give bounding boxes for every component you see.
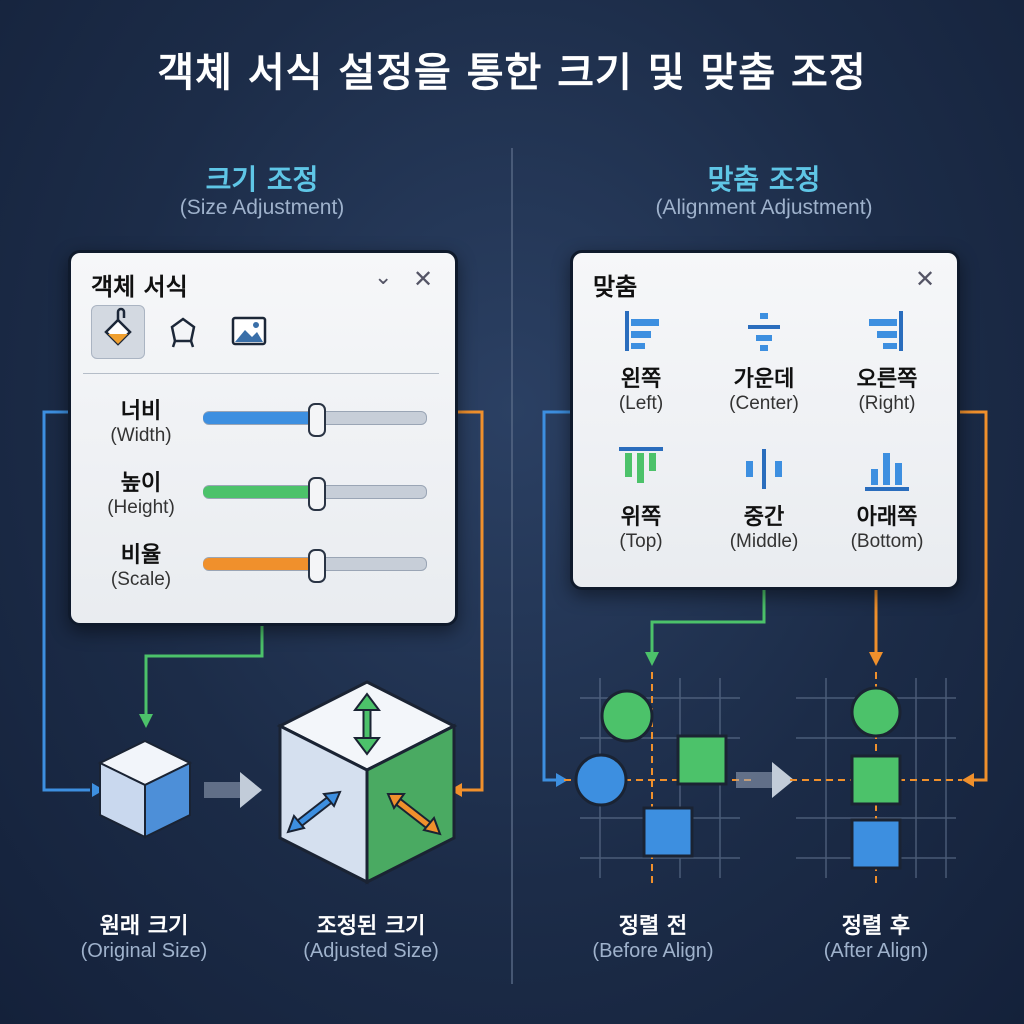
resize-arrow-icon — [204, 772, 262, 808]
align-arrow-icon — [736, 762, 794, 798]
slider-thumb[interactable] — [308, 549, 326, 583]
align-middle-label-en: (Middle) — [729, 531, 799, 552]
blue-circle — [574, 753, 628, 807]
height-slider[interactable] — [203, 477, 427, 511]
align-center-option[interactable]: 가운데 (Center) — [704, 305, 824, 415]
adjusted-size-label-en: (Adjusted Size) — [303, 940, 439, 962]
align-top-icon — [619, 447, 663, 483]
slider-thumb[interactable] — [308, 403, 326, 437]
original-size-label: 원래 크기 — [99, 914, 189, 939]
width-slider[interactable] — [203, 403, 427, 437]
align-right-label-en: (Right) — [858, 393, 916, 414]
align-center-label: 가운데 — [733, 367, 795, 392]
middle-connector — [650, 588, 766, 654]
original-size-label-en: (Original Size) — [80, 940, 208, 962]
format-object-panel: 객체 서식 ⌄ ✕ 너비 (Width) 높이 (Height) — [68, 250, 458, 626]
width-label-en: (Width) — [110, 425, 172, 446]
align-center-icon — [748, 313, 780, 351]
align-bottom-label: 아래쪽 — [856, 505, 918, 530]
green-square — [676, 734, 728, 786]
align-right-option[interactable]: 오른쪽 (Right) — [827, 305, 947, 415]
image-icon[interactable] — [223, 305, 275, 357]
align-top-option[interactable]: 위쪽 (Top) — [581, 443, 701, 553]
align-middle-label: 중간 — [743, 505, 785, 530]
scale-label: 비율 — [120, 543, 162, 568]
green-square — [850, 754, 902, 806]
width-arrowhead — [92, 783, 104, 797]
align-left-option[interactable]: 왼쪽 (Left) — [581, 305, 701, 415]
align-bottom-label-en: (Bottom) — [850, 531, 924, 552]
alignment-panel: 맞춤 ✕ 왼쪽 (Left) 가운데 (Center) 오른쪽 (Right) — [570, 250, 960, 590]
pentagon-shape-icon[interactable] — [157, 305, 209, 357]
green-circle — [600, 689, 654, 743]
align-bottom-icon — [865, 453, 909, 491]
vertical-resize-icon — [353, 692, 381, 756]
adjusted-size-cube — [276, 680, 458, 885]
section-divider — [511, 148, 513, 984]
align-section-subtitle: (Alignment Adjustment) — [655, 196, 873, 219]
slider-thumb[interactable] — [308, 477, 326, 511]
align-middle-option[interactable]: 중간 (Middle) — [704, 443, 824, 553]
before-align-grid — [564, 672, 756, 886]
height-arrowhead — [139, 714, 153, 728]
align-left-label-en: (Left) — [618, 393, 664, 414]
align-section-title: 맞춤 조정 — [707, 163, 821, 196]
scale-arrowhead — [450, 783, 462, 797]
blue-square — [850, 818, 902, 870]
diagonal-resize-icon-orange — [386, 793, 442, 836]
slider-fill — [203, 558, 315, 570]
blue-square — [642, 806, 694, 858]
width-label: 너비 — [120, 399, 162, 424]
diagonal-resize-icon-blue — [286, 790, 342, 834]
align-bottom-option[interactable]: 아래쪽 (Bottom) — [827, 443, 947, 553]
align-left-icon — [625, 311, 659, 351]
align-left-label: 왼쪽 — [620, 367, 662, 392]
fill-bucket-icon[interactable] — [91, 305, 145, 359]
bottom-arrowhead — [869, 652, 883, 666]
slider-fill — [203, 486, 315, 498]
scale-connector — [452, 410, 484, 792]
slider-fill — [203, 412, 315, 424]
close-icon[interactable]: ✕ — [915, 265, 936, 293]
height-connector — [144, 625, 264, 716]
middle-arrowhead — [645, 652, 659, 666]
panel-separator — [83, 373, 439, 374]
align-right-label: 오른쪽 — [856, 367, 918, 392]
align-right-icon — [869, 311, 903, 351]
size-section-subtitle: (Size Adjustment) — [179, 196, 345, 219]
scale-label-en: (Scale) — [110, 569, 172, 590]
align-top-label: 위쪽 — [620, 505, 662, 530]
height-label-en: (Height) — [107, 497, 175, 518]
align-center-label-en: (Center) — [729, 393, 799, 414]
right-connector — [955, 410, 988, 782]
format-panel-title: 객체 서식 — [91, 273, 188, 301]
left-arrowhead — [556, 773, 568, 787]
close-icon[interactable]: ✕ — [413, 265, 434, 293]
after-align-label-en: (After Align) — [823, 940, 929, 962]
align-middle-icon — [746, 449, 782, 489]
chevron-down-icon[interactable]: ⌄ — [374, 265, 393, 290]
size-section-title: 크기 조정 — [205, 163, 319, 196]
green-circle — [850, 686, 902, 738]
after-align-label: 정렬 후 — [841, 914, 911, 939]
width-connector — [42, 410, 90, 792]
adjusted-size-label: 조정된 크기 — [316, 914, 426, 939]
left-connector — [542, 410, 572, 782]
align-panel-title: 맞춤 — [593, 273, 638, 301]
height-label: 높이 — [120, 471, 162, 496]
before-align-label-en: (Before Align) — [592, 940, 714, 962]
scale-slider[interactable] — [203, 549, 427, 583]
original-size-cube — [97, 739, 193, 839]
right-arrowhead — [962, 773, 974, 787]
page-title: 객체 서식 설정을 통한 크기 및 맞춤 조정 — [157, 50, 867, 96]
align-top-label-en: (Top) — [619, 531, 663, 552]
after-align-grid — [790, 672, 962, 886]
before-align-label: 정렬 전 — [618, 914, 688, 939]
